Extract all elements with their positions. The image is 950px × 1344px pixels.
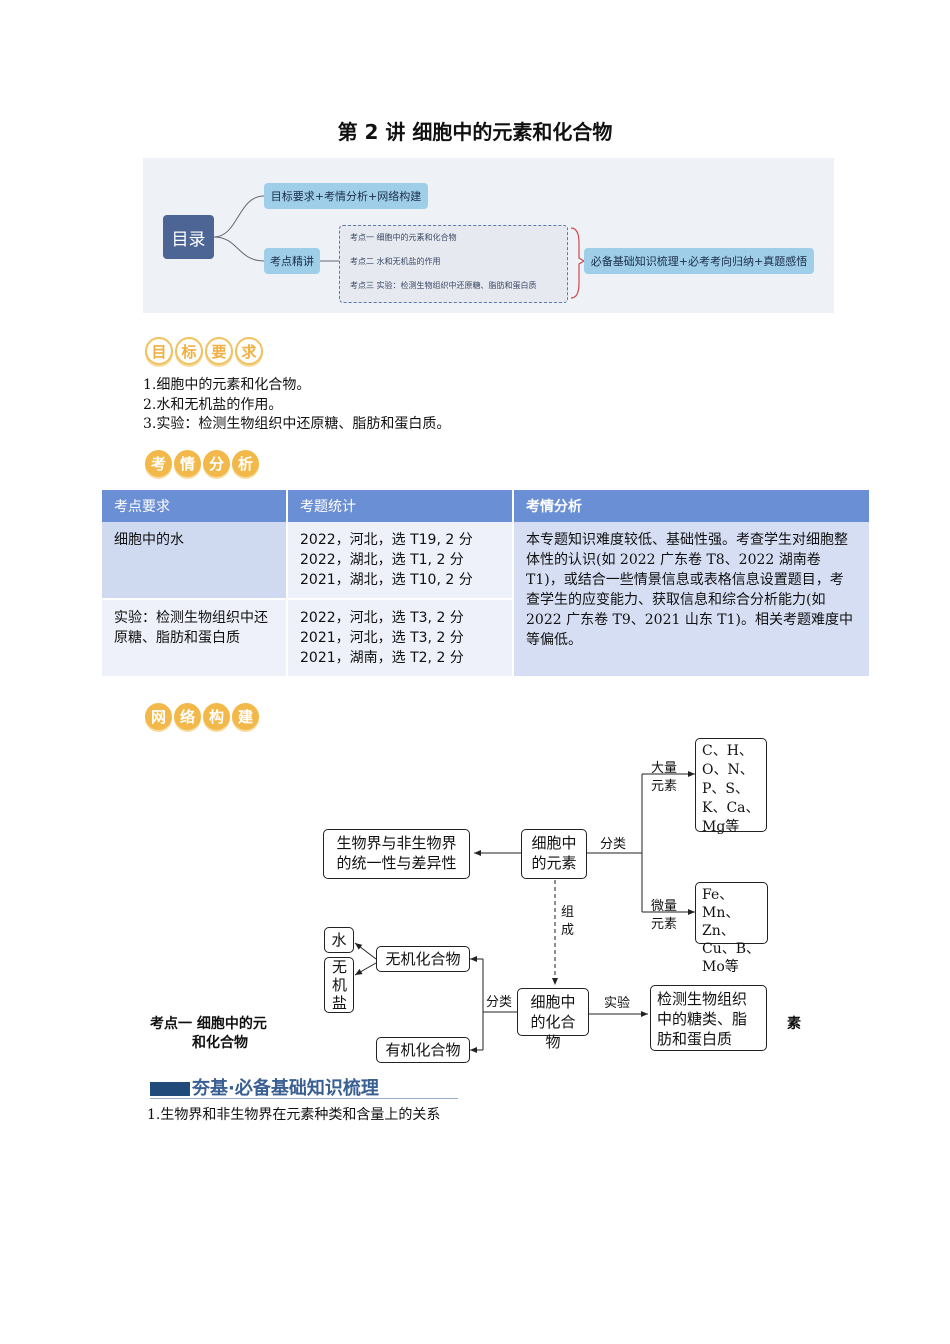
table-header-row: 考点要求 考题统计 考情分析 [102,490,871,522]
analysis-cell: 本专题知识难度较低、基础性强。考查学生对细胞整体性的认识(如 2022 广东卷 … [513,522,871,678]
micro-label: 微量元素 [651,899,678,932]
banner-underline [150,1098,458,1099]
stats-cell: 2022，河北，选 T19, 2 分 2022，湖北，选 T1, 2 分 202… [287,522,514,600]
analysis-badge: 考 情 分 析 [145,450,259,477]
badge-char: 标 [175,337,203,365]
badge-char: 考 [145,450,172,477]
banner-title: 夯基·必备基础知识梳理 [192,1078,379,1099]
page-title: 第 2 讲 细胞中的元素和化合物 [337,120,613,144]
organic-box: 有机化合物 [376,1037,470,1063]
section-banner: 夯基·必备基础知识梳理 [150,1074,458,1100]
stat-line: 2022，河北，选 T19, 2 分 [300,532,473,548]
water-box: 水 [324,927,354,953]
badge-char: 要 [205,337,233,365]
detect-box: 检测生物组织中的糖类、脂肪和蛋白质 [650,985,767,1051]
goal-item-1: 1.细胞中的元素和化合物。 [143,377,311,393]
badge-char: 情 [174,450,201,477]
compose-label: 组成 [561,905,575,938]
col-header: 考题统计 [287,490,514,522]
goal-item-2: 2.水和无机盐的作用。 [143,397,283,413]
analysis-table: 考点要求 考题统计 考情分析 细胞中的水 2022，河北，选 T19, 2 分 … [102,490,871,678]
goal-item-3: 3.实验：检测生物组织中还原糖、脂肪和蛋白质。 [143,416,451,432]
col-header: 考点要求 [102,490,288,522]
badge-char: 目 [145,337,173,365]
table-row: 实验：检测生物组织中还原糖、脂肪和蛋白质 2022，河北，选 T3, 2 分 2… [102,599,870,678]
toc-node-summary: 必备基础知识梳理+必考考向归纳+真题感悟 [584,248,814,274]
kaodian-heading-tail: 素 [787,1016,801,1032]
toc-sub-2: 考点二 水和无机盐的作用 [350,257,441,266]
unity-box: 生物界与非生物界的统一性与差异性 [323,829,470,879]
badge-char: 络 [174,703,201,730]
stats-cell: 2022，河北，选 T3, 2 分 2021，河北，选 T3, 2 分 2021… [287,599,514,678]
badge-char: 分 [203,450,230,477]
stat-line: 2021，湖北，选 T10, 2 分 [300,572,473,588]
toc-sub-1: 考点一 细胞中的元素和化合物 [350,233,457,242]
badge-char: 网 [145,703,172,730]
goals-badge: 目 标 要 求 [145,337,263,365]
stat-line: 2021，河北，选 T3, 2 分 [300,630,464,646]
badge-char: 求 [235,337,263,365]
col-header: 考情分析 [513,490,871,522]
classify-label-2: 分类 [486,995,513,1010]
toc-node-goals: 目标要求+考情分析+网络构建 [264,183,428,209]
inorganic-box: 无机化合物 [376,946,470,972]
stat-line: 2022，湖北，选 T1, 2 分 [300,552,464,568]
stat-line: 2021，湖南，选 T2, 2 分 [300,650,464,666]
toc-sub-3: 考点三 实验：检测生物组织中还原糖、脂肪和蛋白质 [350,281,537,290]
req-cell: 细胞中的水 [102,522,288,600]
table-row: 细胞中的水 2022，河北，选 T19, 2 分 2022，湖北，选 T1, 2… [102,522,871,678]
kaodian-heading-2: 和化合物 [192,1035,248,1051]
toc-sub-group: 考点一 细胞中的元素和化合物 考点二 水和无机盐的作用 考点三 实验：检测生物组… [339,225,568,303]
badge-char: 建 [232,703,259,730]
compounds-box: 细胞中的化合物 [517,988,589,1051]
toc-mindmap: 目录 目标要求+考情分析+网络构建 考点精讲 考点一 细胞中的元素和化合物 考点… [143,158,834,313]
experiment-label: 实验 [604,996,631,1011]
req-cell: 实验：检测生物组织中还原糖、脂肪和蛋白质 [102,599,288,678]
stat-line: 2022，河北，选 T3, 2 分 [300,610,464,626]
badge-char: 析 [232,450,259,477]
toc-node-kaodian: 考点精讲 [264,248,320,274]
macro-elements-box: C、H、O、N、P、S、K、Ca、Mg等 [695,738,767,835]
salt-box: 无机盐 [324,957,354,1013]
classify-label: 分类 [600,837,627,852]
badge-char: 构 [203,703,230,730]
body-line: 1.生物界和非生物界在元素种类和含量上的关系 [147,1107,441,1123]
toc-root: 目录 [163,215,214,259]
network-badge: 网 络 构 建 [145,703,259,730]
kaodian-heading: 考点一 细胞中的元 [150,1016,267,1032]
banner-bar [150,1082,190,1096]
elements-box: 细胞中的元素 [521,829,587,879]
macro-label: 大量元素 [651,761,678,794]
micro-elements-box: Fe、Mn、Zn、Cu、B、Mo等 [695,882,768,975]
